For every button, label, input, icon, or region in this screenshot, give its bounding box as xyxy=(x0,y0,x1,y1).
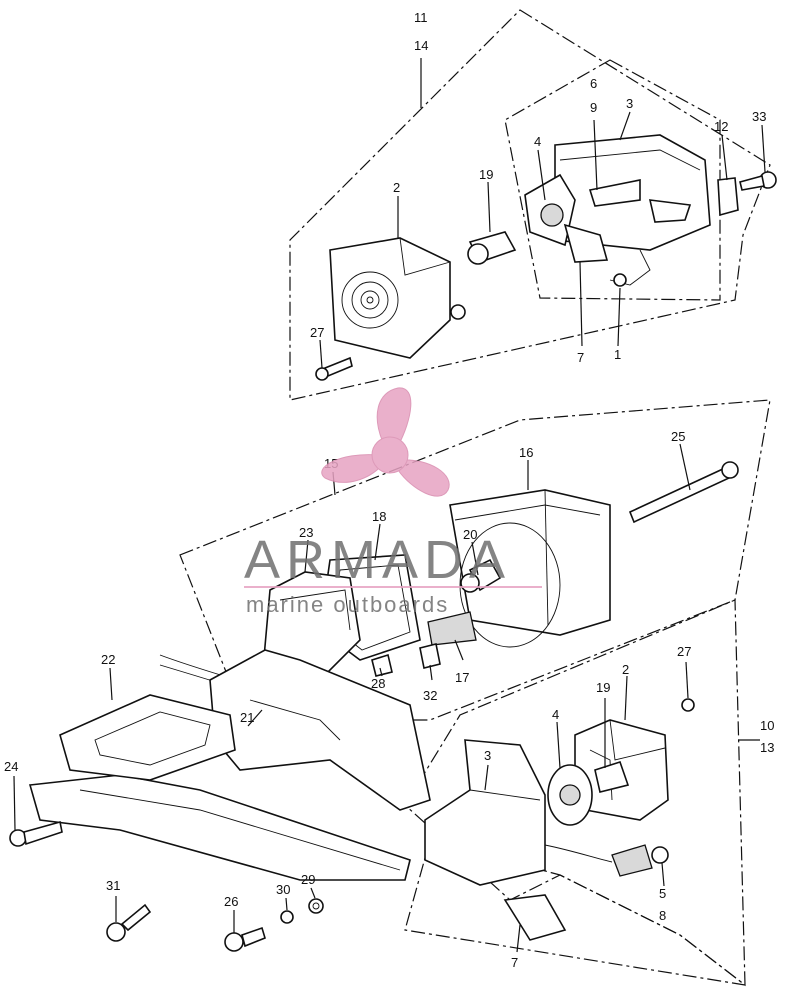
callout-29: 29 xyxy=(301,872,315,887)
watermark-tagline: marine outboards xyxy=(246,592,449,617)
watermark-brand: ARMADA xyxy=(244,530,511,590)
callout-24: 24 xyxy=(4,759,18,774)
callout-5: 5 xyxy=(659,886,666,901)
callout-19-upper: 19 xyxy=(479,167,493,182)
callout-27-lower: 27 xyxy=(677,644,691,659)
callout-32: 32 xyxy=(423,688,437,703)
callout-27-upper: 27 xyxy=(310,325,324,340)
nut-28 xyxy=(371,653,393,677)
grommet-1 xyxy=(613,273,627,287)
plate-holder-22 xyxy=(59,694,236,781)
callouts: 11 14 6 9 3 4 12 33 19 2 27 7 1 15 16 25… xyxy=(4,10,774,970)
callout-7-lower: 7 xyxy=(511,955,518,970)
callout-10: 10 xyxy=(760,718,774,733)
callout-26: 26 xyxy=(224,894,238,909)
socket-17 xyxy=(427,611,477,646)
bolt-25 xyxy=(628,466,731,524)
callout-25: 25 xyxy=(671,429,685,444)
propeller-logo-icon xyxy=(321,387,450,497)
callout-20: 20 xyxy=(463,527,477,542)
armada-watermark: ARMADA marine outboards xyxy=(244,387,542,617)
callout-31: 31 xyxy=(106,878,120,893)
callout-9: 9 xyxy=(590,100,597,115)
bulb-lower xyxy=(594,761,630,793)
callout-11: 11 xyxy=(414,10,428,25)
lens-upper xyxy=(329,237,451,359)
nut-32 xyxy=(419,643,441,669)
callout-3-lower: 3 xyxy=(484,748,491,763)
bracket-12 xyxy=(717,177,739,217)
fender-bracket xyxy=(9,649,431,952)
lower-lamp-assembly xyxy=(424,698,695,941)
callout-22: 22 xyxy=(101,652,115,667)
callout-33: 33 xyxy=(752,109,766,124)
callout-18: 18 xyxy=(372,509,386,524)
callout-6: 6 xyxy=(590,76,597,91)
washer-30 xyxy=(280,910,294,924)
socket-7-lower xyxy=(503,894,567,941)
screw-27-upper xyxy=(323,356,353,378)
callout-8: 8 xyxy=(659,908,666,923)
callout-16: 16 xyxy=(519,445,533,460)
washer-29 xyxy=(308,898,324,914)
callout-14: 14 xyxy=(414,38,428,53)
housing-lower xyxy=(424,739,546,886)
socket-5 xyxy=(611,844,653,877)
callout-4-lower: 4 xyxy=(552,707,559,722)
callout-13: 13 xyxy=(760,740,774,755)
upper-lamp-assembly xyxy=(315,134,777,381)
callout-23: 23 xyxy=(299,525,313,540)
callout-17: 17 xyxy=(455,670,469,685)
callout-2-upper: 2 xyxy=(393,180,400,195)
socket-7 xyxy=(563,223,609,263)
bolt-26 xyxy=(224,932,244,952)
callout-19-lower: 19 xyxy=(596,680,610,695)
callout-1: 1 xyxy=(614,347,621,362)
callout-7-upper: 7 xyxy=(577,350,584,365)
callout-3-upper: 3 xyxy=(626,96,633,111)
callout-28: 28 xyxy=(371,676,385,691)
bracket-21 xyxy=(209,649,431,811)
callout-21: 21 xyxy=(240,710,254,725)
callout-4-upper: 4 xyxy=(534,134,541,149)
callout-2-lower: 2 xyxy=(622,662,629,677)
callout-12: 12 xyxy=(714,119,728,134)
tail-lamp-assembly xyxy=(159,461,739,711)
screw-27-lower xyxy=(681,698,695,712)
callout-30: 30 xyxy=(276,882,290,897)
socket-6 xyxy=(588,179,641,207)
bolt-31 xyxy=(106,922,126,942)
